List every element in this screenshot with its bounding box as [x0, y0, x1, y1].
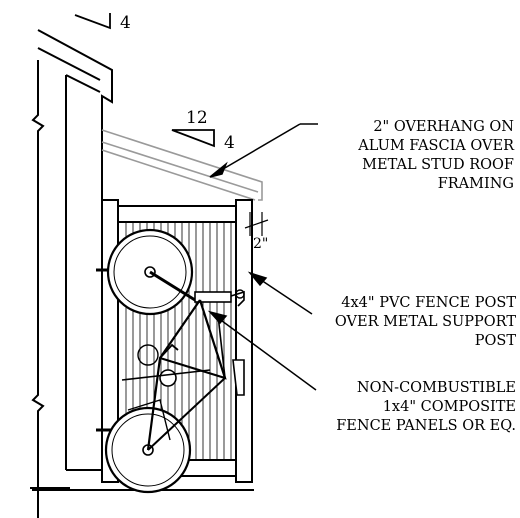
bicycle [104, 228, 245, 494]
leader-lines [207, 123, 318, 391]
callout-fence-panels-line-2: 1x4" COMPOSITE [383, 399, 516, 415]
shed-roof [101, 129, 263, 201]
callout-overhang: 2" OVERHANG ON ALUM FASCIA OVER METAL ST… [357, 119, 515, 192]
callout-fence-post-line-3: POST [475, 333, 517, 349]
callout-overhang-line-4: FRAMING [438, 176, 514, 192]
callout-overhang-line-3: METAL STUD ROOF [362, 157, 514, 173]
callout-overhang-line-1: 2" OVERHANG ON [373, 119, 514, 135]
callout-overhang-line-2: ALUM FASCIA OVER [357, 138, 515, 154]
callout-fence-post: 4x4" PVC FENCE POST OVER METAL SUPPORT P… [335, 295, 516, 349]
overhang-dimension-text: 2" [253, 236, 268, 252]
roof-slope-indicator: 12 4 [171, 108, 235, 153]
callout-fence-post-line-2: OVER METAL SUPPORT [335, 314, 516, 330]
callout-fence-panels: NON-COMBUSTIBLE 1x4" COMPOSITE FENCE PAN… [336, 380, 516, 434]
upper-slope-indicator: 4 [74, 13, 131, 33]
callout-fence-panels-line-1: NON-COMBUSTIBLE [357, 380, 516, 396]
building-wall [30, 29, 113, 518]
callout-fence-panels-line-3: FENCE PANELS OR EQ. [336, 418, 516, 434]
roof-slope-rise: 4 [224, 133, 235, 153]
upper-slope-rise: 4 [120, 13, 131, 33]
callout-fence-post-line-1: 4x4" PVC FENCE POST [341, 295, 516, 311]
overhang-dimension: 2" [244, 212, 268, 252]
roof-slope-run: 12 [186, 108, 208, 128]
